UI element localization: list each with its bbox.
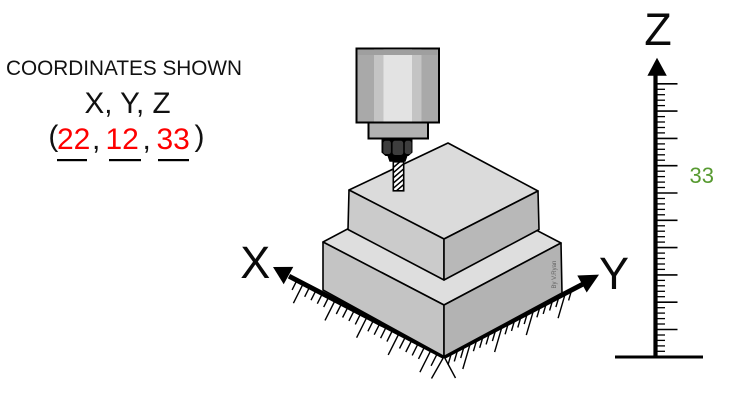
svg-text:Y: Y bbox=[599, 248, 629, 299]
svg-text:COORDINATES SHOWN: COORDINATES SHOWN bbox=[6, 56, 242, 80]
svg-text:22: 22 bbox=[57, 123, 90, 156]
svg-text:By V.Ryan: By V.Ryan bbox=[552, 261, 558, 289]
svg-text:,: , bbox=[143, 123, 151, 156]
svg-text:X, Y, Z: X, Y, Z bbox=[85, 87, 171, 120]
svg-text:12: 12 bbox=[106, 123, 139, 156]
svg-text:(: ( bbox=[48, 120, 58, 153]
svg-text:X: X bbox=[240, 237, 270, 288]
svg-text:33: 33 bbox=[157, 123, 190, 156]
svg-text:Z: Z bbox=[644, 4, 672, 55]
svg-text:33: 33 bbox=[690, 163, 714, 188]
svg-text:): ) bbox=[195, 120, 205, 153]
svg-text:,: , bbox=[92, 123, 100, 156]
